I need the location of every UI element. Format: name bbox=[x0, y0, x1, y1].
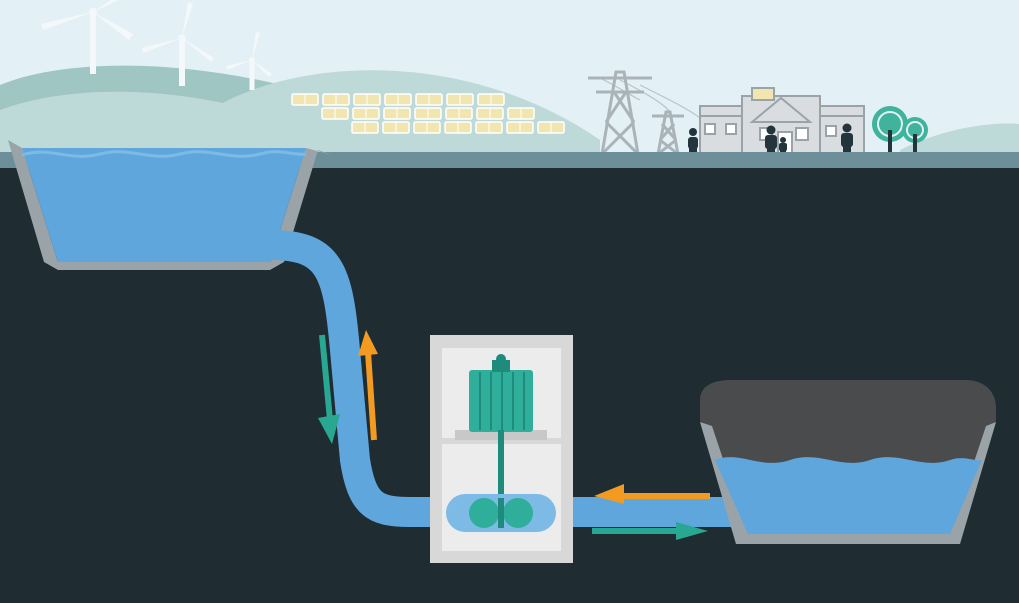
solar-panel-icon bbox=[383, 107, 411, 120]
water-pipe bbox=[255, 230, 755, 527]
solar-panel-icon bbox=[352, 107, 380, 120]
transmission-tower-icon bbox=[588, 70, 652, 156]
solar-panel-icon bbox=[321, 107, 349, 120]
solar-panel-icon bbox=[382, 121, 410, 134]
solar-panel-icon bbox=[444, 121, 472, 134]
flow-arrow-icon bbox=[318, 334, 340, 444]
solar-panel-icon bbox=[351, 121, 379, 134]
wind-turbine-icon bbox=[142, 2, 214, 86]
tree-icon bbox=[872, 106, 908, 154]
solar-panel-icon bbox=[475, 121, 503, 134]
solar-panel-icon bbox=[322, 93, 350, 106]
upper-reservoir bbox=[8, 140, 332, 270]
tree-icon bbox=[902, 117, 928, 154]
hill-front-left bbox=[0, 91, 330, 160]
person-icon bbox=[765, 125, 777, 154]
wind-turbine-icon bbox=[226, 32, 272, 90]
person-icon bbox=[841, 123, 853, 152]
solar-panel-icon bbox=[476, 107, 504, 120]
solar-farm bbox=[291, 93, 565, 134]
solar-panel-icon bbox=[506, 121, 534, 134]
wind-turbine-icon bbox=[41, 0, 133, 74]
solar-panel-icon bbox=[507, 107, 535, 120]
flow-arrow-icon bbox=[358, 330, 378, 441]
power-plant bbox=[430, 335, 573, 563]
solar-panel-icon bbox=[413, 121, 441, 134]
solar-panel-icon bbox=[415, 93, 443, 106]
solar-panel-icon bbox=[446, 93, 474, 106]
generator-icon bbox=[469, 354, 533, 432]
solar-panel-icon bbox=[537, 121, 565, 134]
house-icon bbox=[819, 105, 865, 155]
solar-panel-icon bbox=[353, 93, 381, 106]
wind-turbines bbox=[41, 0, 272, 90]
flow-arrow-icon bbox=[594, 484, 710, 504]
solar-panel-icon bbox=[477, 93, 505, 106]
solar-panel-icon bbox=[291, 93, 319, 106]
hill-right bbox=[900, 123, 1019, 160]
person-icon bbox=[688, 128, 698, 154]
lower-reservoir bbox=[700, 380, 996, 544]
person-icon bbox=[779, 137, 787, 154]
solar-panel-icon bbox=[445, 107, 473, 120]
solar-panel-icon bbox=[384, 93, 412, 106]
turbine-pump-icon bbox=[446, 494, 556, 532]
flow-arrow-icon bbox=[592, 522, 708, 540]
solar-panel-icon bbox=[414, 107, 442, 120]
